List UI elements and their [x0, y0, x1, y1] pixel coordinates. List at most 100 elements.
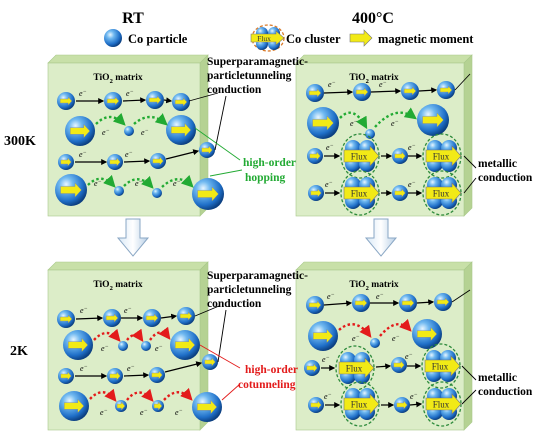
- callout-line: [461, 365, 477, 381]
- magnetic-moment-arrow: [308, 88, 322, 98]
- magnetic-moment-arrow: [60, 371, 72, 381]
- magnetic-moment-arrow: [439, 85, 453, 95]
- cotunneling-line1: high-order: [245, 364, 298, 376]
- callout-cotunneling: high-order cotunneling: [238, 364, 298, 391]
- tunneling-arrow: [165, 149, 200, 160]
- spt-line1: Superparamagnetic-: [207, 270, 308, 282]
- magnetic-moment-arrow: [197, 186, 219, 202]
- legend: Co particle Flux Co cluster magnetic mom…: [104, 24, 474, 52]
- magnetic-moment-arrow: [401, 298, 415, 308]
- electron-label: e−: [408, 143, 416, 152]
- matrix-label: TiO2 matrix: [93, 280, 143, 292]
- callout-metallic-top: metallic conduction: [478, 158, 533, 184]
- hopping-path: [133, 113, 168, 126]
- magnetic-moment-arrow: [394, 188, 406, 198]
- callout-line: [209, 169, 243, 177]
- electron-label: e−: [100, 408, 108, 417]
- magnetic-moment-arrow: [105, 313, 119, 323]
- magnetic-moment-arrow: [109, 157, 121, 167]
- cluster-moment-arrow: [343, 393, 380, 415]
- tunneling-arrow: [375, 363, 392, 370]
- row-label-2k: 2K: [10, 344, 28, 359]
- cluster-moment-arrow: [425, 393, 462, 415]
- matrix-top-face: [295, 261, 473, 271]
- cotunneling-path: [126, 388, 154, 402]
- tunneling-arrow: [409, 401, 423, 408]
- electron-label: e−: [79, 150, 87, 159]
- tunneling-arrow: [122, 97, 147, 104]
- callout-line: [221, 383, 241, 401]
- callout-line: [199, 344, 241, 369]
- hopping-path: [374, 107, 417, 128]
- flux-label: Flux: [351, 400, 368, 410]
- co-particle: [118, 341, 128, 351]
- cotunneling-path: [149, 326, 171, 341]
- legend-cluster-label: Co cluster: [286, 32, 341, 46]
- magnetic-moment-arrow: [310, 400, 322, 410]
- spt-line2: particletunneling: [207, 70, 292, 82]
- electron-label: e−: [410, 392, 418, 401]
- matrix-label: TiO2 matrix: [349, 280, 399, 292]
- down-arrow-left: [116, 218, 150, 257]
- magnetic-moment-arrow: [106, 96, 120, 106]
- magnetic-moment-arrow: [308, 300, 322, 310]
- heading-400c: 400°C: [352, 10, 394, 27]
- down-arrow-icon: [116, 218, 150, 257]
- tunneling-arrow: [123, 158, 151, 165]
- legend-moment-label: magnetic moment: [378, 32, 474, 46]
- magnetic-moment-arrow: [309, 151, 321, 161]
- metallic-line1: metallic: [478, 158, 517, 170]
- magnetic-moment-arrow: [354, 298, 368, 308]
- hopping-path: [95, 112, 126, 126]
- callout-line: [463, 155, 477, 169]
- spt-line1: Superparamagnetic-: [207, 56, 308, 68]
- magnetic-moment-arrow: [175, 337, 196, 353]
- cluster-moment-arrow: [425, 182, 462, 204]
- magnetic-moment-arrow: [197, 399, 218, 415]
- down-arrow-icon: [364, 218, 398, 257]
- flux-label: Flux: [346, 364, 363, 374]
- hopping-line1: high-order: [243, 157, 296, 169]
- flux-label: Flux: [433, 400, 450, 410]
- magnetic-moment-arrow: [60, 182, 82, 198]
- callout-line: [194, 127, 241, 161]
- magnetic-moment-arrow: [148, 95, 162, 105]
- magnetic-moment-arrow: [201, 145, 213, 155]
- callout-line: [214, 95, 227, 151]
- tunneling-arrow: [75, 315, 104, 322]
- magnetic-moment-arrow: [70, 123, 91, 139]
- callout-line: [463, 177, 477, 194]
- magnetic-moment-arrow: [204, 357, 216, 367]
- electron-label: e−: [352, 334, 360, 343]
- callout-line: [194, 305, 220, 317]
- electron-label: e−: [155, 344, 163, 353]
- magnetic-moment-arrow: [355, 87, 369, 97]
- electron-label: e−: [135, 179, 143, 188]
- magnetic-moment-arrow: [59, 96, 73, 106]
- tunneling-arrow: [160, 313, 178, 320]
- flux-label: Flux: [433, 189, 450, 199]
- tunneling-arrow: [370, 88, 402, 95]
- flux-cluster-icon: Flux: [250, 24, 285, 52]
- cluster-moment-arrow: [338, 357, 375, 379]
- electron-label: e−: [80, 364, 88, 373]
- flux-label: Flux: [351, 189, 368, 199]
- electron-label: e−: [325, 180, 333, 189]
- electron-label: e−: [408, 180, 416, 189]
- magnetic-moment-arrow: [436, 297, 450, 307]
- matrix-label: TiO2 matrix: [93, 73, 143, 85]
- matrix-side-face: [463, 261, 473, 431]
- cotunneling-line2: cotunneling: [238, 379, 296, 391]
- co-particle: [365, 129, 375, 139]
- magnetic-moment-arrow: [179, 311, 193, 321]
- flux-label: Flux: [433, 152, 450, 162]
- tunneling-arrow: [123, 372, 150, 379]
- electron-label: e−: [175, 408, 183, 417]
- tunneling-arrow: [418, 87, 438, 94]
- magnetic-moment-arrow: [145, 313, 159, 323]
- tunneling-arrow: [323, 89, 354, 96]
- magnetic-moment-arrow: [313, 328, 334, 344]
- electron-label: e−: [101, 344, 109, 353]
- co-particle: [124, 126, 134, 136]
